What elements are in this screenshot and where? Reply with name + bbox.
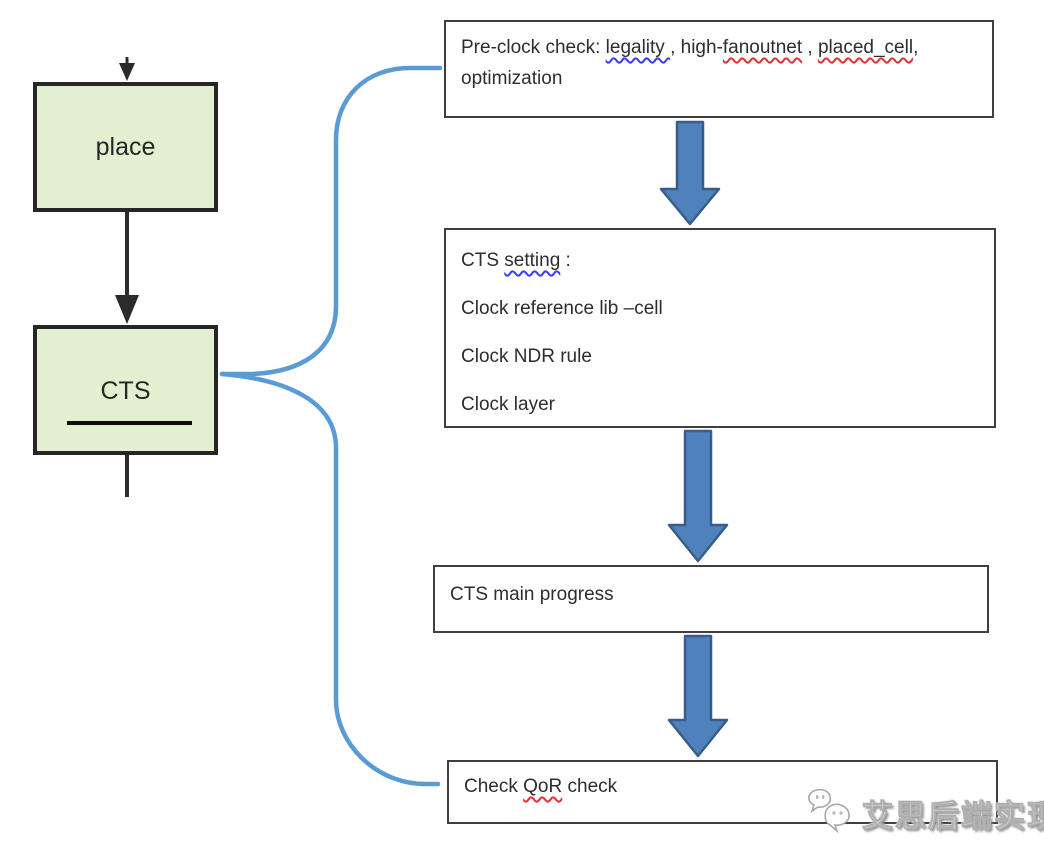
cts-setting-line-2: Clock reference lib –cell [461, 298, 663, 319]
brace-upper-curve [219, 65, 443, 377]
cts-setting-text: : [560, 250, 571, 271]
cts-main-progress-text: CTS main progress [450, 584, 614, 605]
watermark: 艾思后端实现 [804, 786, 1044, 840]
cts-setting-box: CTS setting : Clock reference lib –cell … [444, 228, 996, 428]
check-qor-line: Check QoR check [464, 771, 996, 802]
preclock-text: Pre-clock check: [461, 37, 606, 58]
cts-setting-line-3: Clock NDR rule [461, 346, 592, 367]
wechat-bubbles-icon [808, 788, 850, 834]
check-qor-text: check [562, 776, 618, 797]
block-arrow-1-icon [659, 120, 721, 226]
cts-node: CTS [33, 325, 218, 455]
preclock-legality-text: legality [605, 37, 671, 58]
preclock-text: , [802, 37, 818, 58]
cts-main-progress-box: CTS main progress [433, 565, 989, 633]
block-arrow-2-icon [667, 429, 729, 563]
preclock-text: , [913, 37, 919, 58]
brace-lower-curve [219, 371, 441, 787]
cts-setting-line-4: Clock layer [461, 394, 555, 415]
preclock-placedcell-text: placed_cell [817, 37, 914, 58]
cts-setting-setting-text: setting [504, 250, 561, 271]
cts-setting-text: CTS [461, 250, 505, 271]
place-node: place [33, 82, 218, 212]
check-qor-text: Check [464, 776, 524, 797]
cts-node-divider [67, 421, 192, 425]
watermark-label: 艾思后端实现 [862, 798, 1044, 834]
cts-setting-line-1: CTS setting : [461, 237, 994, 285]
block-arrow-3-icon [667, 634, 729, 758]
preclock-check-box: Pre-clock check: legality , high-fanoutn… [444, 20, 994, 118]
top-arrowhead-icon [119, 63, 135, 81]
preclock-text: , high- [670, 37, 723, 58]
preclock-fanoutnet-text: fanoutnet [722, 37, 803, 58]
cts-node-label: CTS [100, 377, 151, 405]
place-node-label: place [95, 132, 156, 161]
check-qor-box: Check QoR check [447, 760, 998, 824]
check-qor-qor-text: QoR [523, 776, 563, 797]
place-to-cts-arrowhead-icon [115, 295, 139, 324]
preclock-line-1: Pre-clock check: legality , high-fanoutn… [461, 32, 992, 63]
preclock-line-2: optimization [461, 68, 563, 89]
